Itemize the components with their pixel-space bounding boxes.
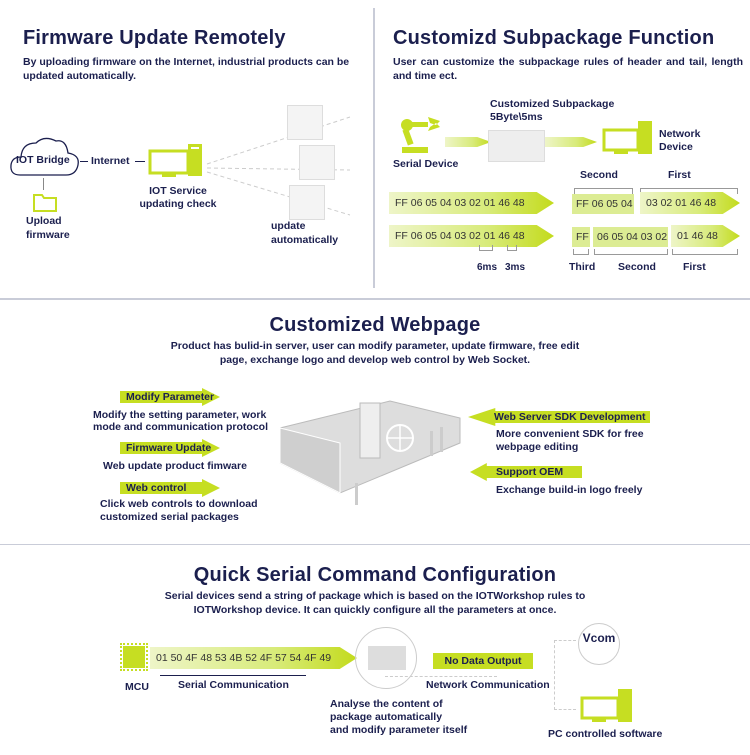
label-6ms: 6ms (477, 262, 498, 273)
data-row-1: FF 06 05 04 03 02 01 46 48 (389, 192, 554, 214)
update-label-2: automatically (271, 234, 339, 246)
packet-first: 03 02 01 46 48 (640, 192, 740, 214)
subpackage-label-1: Customized Subpackage (490, 98, 615, 110)
dashed-line (385, 676, 497, 677)
folder-icon (33, 194, 57, 212)
bracket (672, 249, 738, 255)
module-icon (299, 145, 335, 180)
item-desc: mode and communication protocol (93, 421, 269, 433)
module-server-illustration (279, 400, 461, 505)
module-circle (355, 627, 417, 689)
section-title: Customized Webpage (269, 314, 481, 336)
section-title: Customizd Subpackage Function (393, 27, 715, 49)
subpackage-label-2: 5Byte\5ms (490, 111, 543, 123)
bracket (594, 249, 668, 255)
arrow-icon (445, 137, 491, 147)
serial-comm-label: Serial Communication (178, 679, 289, 691)
label-second: Second (618, 261, 656, 273)
section-title: Firmware Update Remotely (23, 27, 286, 49)
module-icon (488, 130, 545, 162)
dashed-bracket (554, 640, 576, 710)
upload-label-1: Upload (26, 215, 62, 227)
service-label-2: updating check (139, 198, 217, 210)
network-label-2: Device (659, 141, 693, 153)
analyse-3: and modify parameter itself (330, 724, 468, 736)
mcu-label: MCU (125, 681, 149, 693)
tag-support-oem: Support OEM (470, 463, 582, 481)
pc-label: PC controlled software (548, 728, 663, 740)
section-title: Quick Serial Command Configuration (193, 564, 557, 586)
data-row-2: FF 06 05 04 03 02 01 46 48 (389, 225, 554, 247)
command-data: 01 50 4F 48 53 4B 52 4F 57 54 4F 49 (150, 647, 357, 669)
arrow-up-icon (43, 178, 44, 190)
label-3ms: 3ms (505, 262, 526, 273)
item-desc: Exchange build-in logo freely (496, 484, 643, 496)
divider-1 (0, 298, 750, 300)
line (80, 161, 88, 162)
divider-2 (0, 544, 750, 545)
tag-web-server-sdk: Web Server SDK Development (468, 408, 650, 426)
item-desc: Web update product fimware (103, 460, 247, 472)
bracket (574, 188, 633, 194)
label-second: Second (580, 169, 618, 181)
section-desc: User can customize the subpackage rules … (393, 56, 743, 82)
label-first: First (683, 261, 706, 273)
item-desc: More convenient SDK for free (496, 428, 644, 440)
computer-icon (602, 121, 652, 154)
section-desc-1: Product has bulid-in server, user can mo… (170, 340, 580, 352)
bracket (507, 245, 517, 251)
packet-second: 06 05 04 03 02 (593, 227, 668, 247)
analyse-1: Analyse the content of (330, 698, 443, 710)
section-desc-2: page, exchange logo and develop web cont… (219, 354, 531, 366)
section-desc: By uploading firmware on the Internet, i… (23, 56, 350, 82)
computer-icon (580, 689, 632, 722)
tag-firmware-update: Firmware Update (120, 439, 220, 457)
module-icon (287, 105, 323, 140)
item-desc: webpage editing (496, 441, 579, 453)
network-label-1: Network (659, 128, 701, 140)
analyse-2: package automatically (330, 711, 443, 723)
bracket (573, 249, 589, 255)
bracket (479, 245, 493, 251)
internet-label: Internet (91, 155, 130, 167)
packet-second: FF 06 05 04 (572, 194, 634, 214)
cloud-label: IOT Bridge (16, 154, 70, 166)
section-desc-1: Serial devices send a string of package … (164, 590, 586, 602)
divider-vertical (373, 8, 375, 288)
label-first: First (668, 169, 691, 181)
bracket (640, 188, 738, 194)
section-desc-2: IOTWorkshop device. It can quickly confi… (193, 604, 557, 616)
item-desc: customized serial packages (100, 511, 239, 523)
vcom-circle: Vcom (578, 623, 620, 665)
cloud-icon (10, 137, 79, 176)
network-comm-label: Network Communication (426, 679, 550, 691)
packet-first: 01 46 48 (671, 225, 740, 247)
upload-label-2: firmware (26, 229, 70, 241)
packet-third: FF (572, 227, 590, 247)
arrow-icon (545, 137, 597, 147)
serial-device-label: Serial Device (393, 158, 459, 170)
tag-modify-parameter: Modify Parameter (120, 388, 220, 406)
update-label-1: update (271, 220, 306, 232)
double-arrow-icon (160, 675, 306, 676)
line (135, 161, 145, 162)
robot-arm-icon (401, 117, 440, 153)
label-third: Third (569, 261, 596, 273)
chip-icon (120, 643, 148, 671)
item-desc: Modify the setting parameter, work (93, 409, 267, 421)
module-icon (289, 185, 325, 220)
tag-web-control: Web control (120, 479, 220, 497)
no-data-output-badge: No Data Output (433, 653, 533, 669)
item-desc: Click web controls to download (100, 498, 258, 510)
service-label-1: IOT Service (149, 185, 207, 197)
computer-icon (148, 144, 202, 177)
